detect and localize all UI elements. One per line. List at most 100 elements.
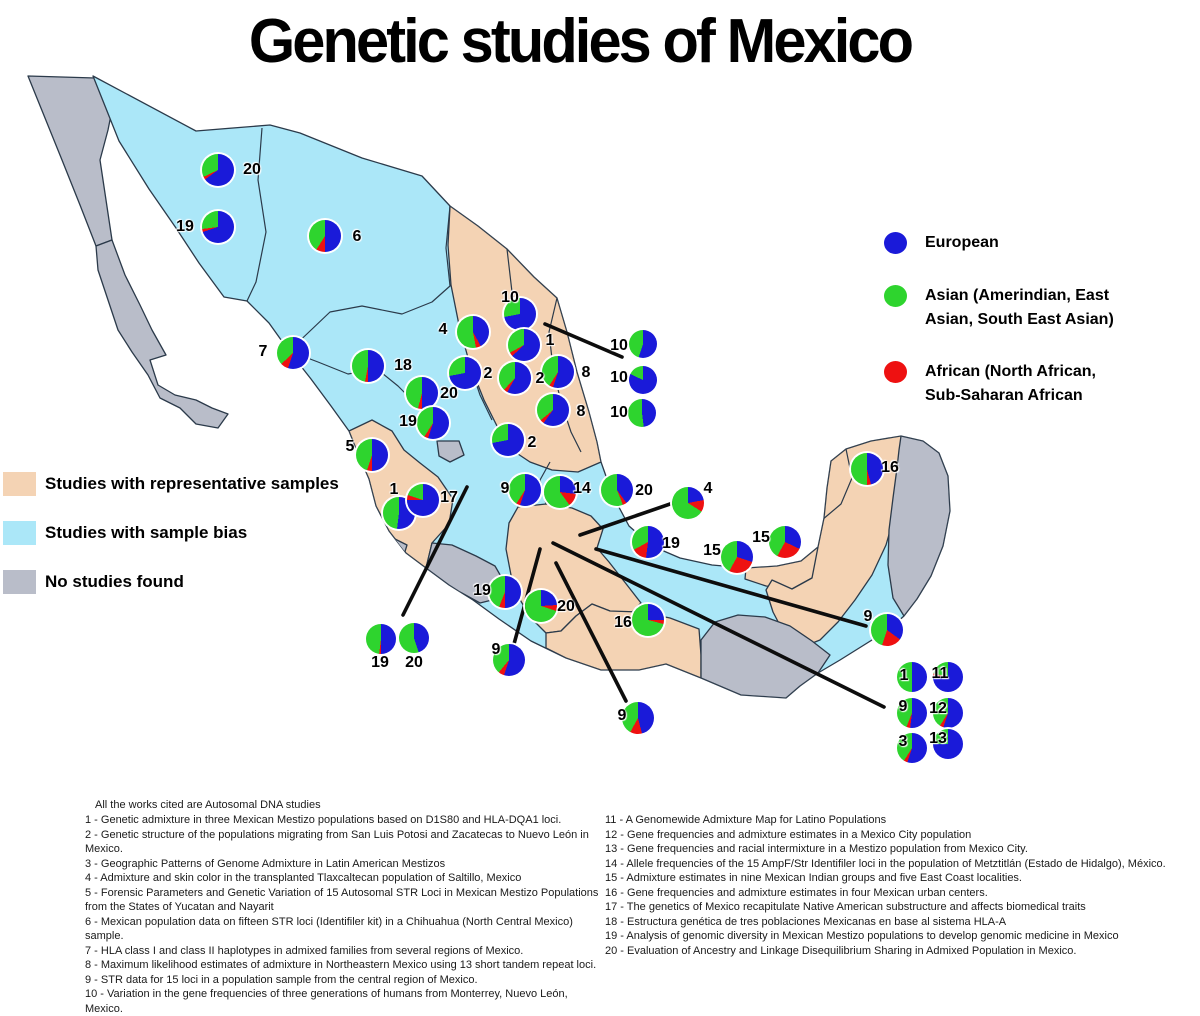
pie-label-10: 10	[610, 337, 628, 354]
pie-label-12: 12	[929, 700, 947, 717]
pie-chart-study-19	[489, 576, 521, 608]
footnote-2: 2 - Genetic structure of the populations…	[85, 828, 589, 856]
pie-chart-study-2	[499, 362, 531, 394]
pie-chart-study-9	[622, 702, 654, 734]
pie-chart-study-19	[366, 624, 396, 654]
pie-label-19: 19	[473, 582, 491, 599]
pie-chart-study-10	[504, 298, 536, 330]
footnote-7: 7 - HLA class I and class II haplotypes …	[85, 944, 524, 957]
footnotes-column-2: 11 - A Genomewide Admixture Map for Lati…	[605, 813, 1190, 958]
footnote-3: 3 - Geographic Patterns of Genome Admixt…	[85, 857, 446, 870]
legend-item-african: African (North African, Sub-Saharan Afri…	[884, 360, 1096, 408]
pie-chart-study-16	[632, 604, 664, 636]
pie-chart-study-5	[356, 439, 388, 471]
pie-label-19: 19	[399, 413, 417, 430]
pie-chart-study-1	[508, 329, 540, 361]
callout-line-2	[401, 485, 469, 617]
footnote-13: 13 - Gene frequencies and racial intermi…	[605, 843, 1028, 855]
state-border-yucatan-campeche	[821, 448, 853, 521]
pie-chart-study-4	[457, 316, 489, 348]
footnote-9: 9 - STR data for 15 loci in a population…	[85, 973, 478, 986]
pie-label-15: 15	[703, 542, 721, 559]
representative-swatch-icon	[3, 472, 36, 496]
bias-swatch-icon	[3, 521, 36, 545]
pie-label-10: 10	[501, 289, 519, 306]
pie-chart-study-15	[769, 526, 801, 558]
pie-label-16: 16	[881, 459, 899, 476]
pie-label-5: 5	[345, 438, 355, 455]
pie-chart-study-20	[399, 623, 429, 653]
footnotes-header: All the works cited are Autosomal DNA st…	[95, 799, 321, 811]
pie-label-2: 2	[535, 370, 545, 387]
pie-chart-study-20	[601, 474, 633, 506]
pie-label-2: 2	[527, 434, 537, 451]
african-color-dot-icon	[884, 361, 907, 383]
none-swatch-icon	[3, 570, 36, 594]
footnote-15: 15 - Admixture estimates in nine Mexican…	[605, 872, 1022, 884]
pie-chart-study-3	[897, 733, 927, 763]
pie-label-9: 9	[500, 480, 510, 497]
pie-chart-study-14	[544, 476, 576, 508]
pie-chart-study-2	[449, 357, 481, 389]
pie-label-9: 9	[863, 608, 873, 625]
footnote-5: 5 - Forensic Parameters and Genetic Vari…	[85, 886, 599, 914]
pie-label-15: 15	[752, 529, 770, 546]
pie-chart-study-13	[933, 729, 963, 759]
legend-label-asian: Asian (Amerindian, East Asian, South Eas…	[925, 287, 1114, 328]
legend-label-european: European	[925, 234, 999, 251]
pie-chart-study-20	[406, 377, 438, 409]
pie-label-1: 1	[389, 481, 399, 498]
footnote-14: 14 - Allele frequencies of the 15 AmpF/S…	[605, 857, 1166, 870]
pie-chart-study-19	[417, 407, 449, 439]
pie-label-4: 4	[438, 321, 448, 338]
footnote-10: 10 - Variation in the gene frequencies o…	[85, 988, 568, 1015]
legend-item-bias: Studies with sample bias	[3, 521, 247, 545]
pie-chart-study-9	[897, 698, 927, 728]
pie-chart-study-2	[492, 424, 524, 456]
state-border-chihuahua-south	[288, 205, 451, 352]
pie-label-7: 7	[258, 343, 268, 360]
pie-chart-study-19	[202, 211, 234, 243]
legend-item-asian: Asian (Amerindian, East Asian, South Eas…	[884, 284, 1114, 332]
footnote-19: 19 - Analysis of genomic diversity in Me…	[605, 930, 1119, 942]
callout-line-5	[551, 541, 886, 709]
pie-label-1: 1	[899, 667, 909, 684]
callout-line-1	[543, 322, 624, 359]
footnote-16: 16 - Gene frequencies and admixture esti…	[605, 886, 988, 899]
pie-label-19: 19	[176, 218, 194, 235]
pie-label-19: 19	[371, 654, 389, 671]
footnote-20: 20 - Evaluation of Ancestry and Linkage …	[605, 944, 1077, 957]
legend-label-african: African (North African, Sub-Saharan Afri…	[925, 363, 1096, 404]
pie-chart-study-1	[897, 662, 927, 692]
footnote-6: 6 - Mexican population data on fifteen S…	[85, 915, 573, 943]
pie-label-19: 19	[662, 535, 680, 552]
pie-label-13: 13	[929, 730, 947, 747]
pie-chart-study-11	[933, 662, 963, 692]
legend-label-representative: Studies with representative samples	[45, 474, 339, 493]
pie-label-9: 9	[617, 707, 627, 724]
pie-label-9: 9	[898, 698, 908, 715]
pie-label-16: 16	[614, 614, 632, 631]
pie-label-8: 8	[581, 364, 591, 381]
footnote-18: 18 - Estructura genética de tres poblaci…	[605, 915, 1007, 928]
pie-chart-study-17	[407, 484, 439, 516]
pie-label-20: 20	[243, 161, 261, 178]
legend-item-representative: Studies with representative samples	[3, 472, 339, 496]
european-color-dot-icon	[884, 232, 907, 254]
state-region-aguascalientes	[436, 440, 465, 463]
pie-chart-study-15	[721, 541, 753, 573]
legend-item-european: European	[884, 231, 999, 255]
pie-chart-study-12	[933, 698, 963, 728]
pie-label-1: 1	[545, 332, 555, 349]
pie-label-4: 4	[703, 480, 713, 497]
state-region-baja-california-sur	[95, 239, 229, 429]
pie-label-17: 17	[440, 489, 458, 506]
pie-label-20: 20	[405, 654, 423, 671]
pie-label-10: 10	[610, 369, 628, 386]
pie-label-18: 18	[394, 357, 412, 374]
pie-chart-study-10	[629, 366, 657, 394]
legend-label-bias: Studies with sample bias	[45, 523, 248, 542]
footnote-1: 1 - Genetic admixture in three Mexican M…	[85, 814, 562, 826]
pie-chart-study-16	[851, 453, 883, 485]
footnote-17: 17 - The genetics of Mexico recapitulate…	[605, 901, 1086, 913]
